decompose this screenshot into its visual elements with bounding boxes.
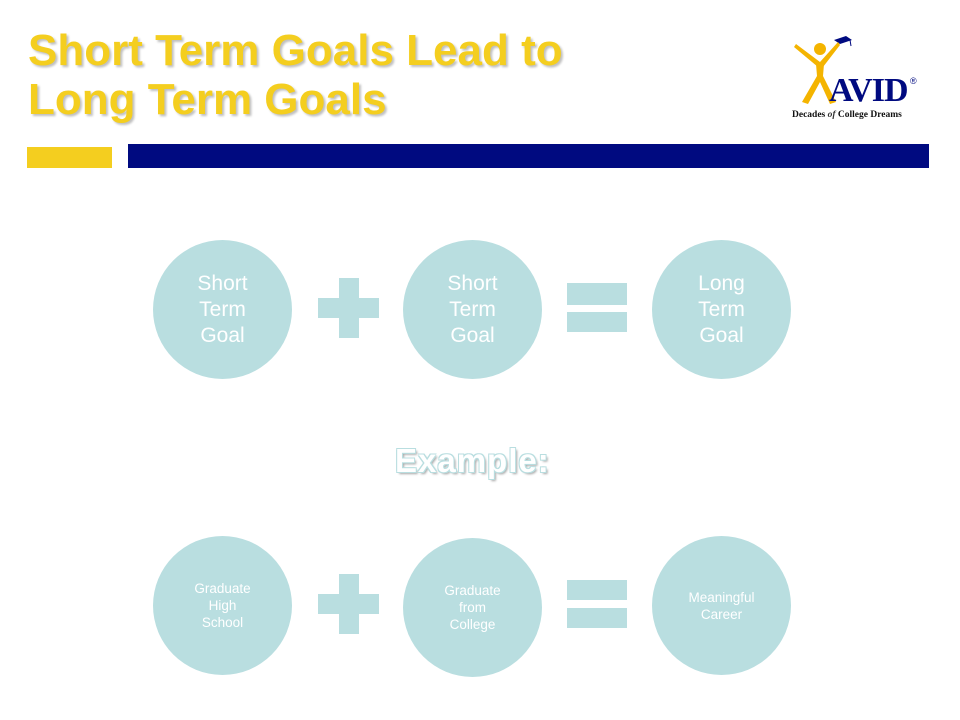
equals-sign-top-bar xyxy=(567,283,627,305)
slide-title: Short Term Goals Lead to Long Term Goals xyxy=(28,26,728,124)
goal-circle-short-term-1: Short Term Goal xyxy=(153,240,292,379)
goal-circle-short-term-2: Short Term Goal xyxy=(403,240,542,379)
equals-sign-top-bar-2 xyxy=(567,580,627,600)
avid-figure-icon xyxy=(794,36,852,104)
navy-accent-bar xyxy=(128,144,929,168)
logo-wordmark: AVID xyxy=(829,72,909,109)
example-circle-meaningful-career: Meaningful Career xyxy=(652,536,791,675)
example-circle-graduate-college: Graduate from College xyxy=(403,538,542,677)
equals-sign-bottom-bar xyxy=(567,312,627,332)
example-label: Example: xyxy=(395,442,550,479)
title-line-1: Short Term Goals Lead to xyxy=(28,26,563,75)
plus-sign-horizontal xyxy=(318,298,379,318)
logo-tagline: Decades of College Dreams xyxy=(792,110,902,120)
equals-sign-bottom-bar-2 xyxy=(567,608,627,628)
goal-circle-long-term: Long Term Goal xyxy=(652,240,791,379)
logo-registered: ® xyxy=(910,76,917,86)
yellow-accent-bar xyxy=(27,147,112,168)
example-circle-graduate-high-school: Graduate High School xyxy=(153,536,292,675)
avid-logo: AVID ® Decades of College Dreams xyxy=(790,34,930,124)
plus-sign-horizontal-2 xyxy=(318,594,379,614)
title-line-2: Long Term Goals xyxy=(28,75,387,124)
